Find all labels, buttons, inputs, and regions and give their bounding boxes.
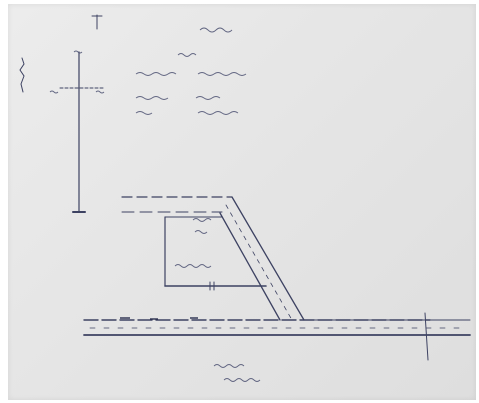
scribble-compass-e bbox=[95, 90, 105, 94]
side-road-edge bbox=[424, 312, 429, 361]
diagonal-boundary-outer bbox=[231, 196, 305, 321]
scribble-compass-w bbox=[49, 90, 59, 94]
scribble-legend-title bbox=[177, 53, 197, 57]
scribble-legend-row-1a bbox=[135, 72, 177, 76]
scribble-legend-row-3a bbox=[135, 111, 153, 115]
scribble-plot-top-2 bbox=[194, 230, 208, 234]
scribble-legend-row-2b bbox=[195, 96, 221, 100]
scribble-bottom-2 bbox=[223, 378, 261, 382]
diagonal-boundary-inner bbox=[219, 212, 281, 321]
diagonal-boundary-mid bbox=[225, 204, 293, 321]
paper-sheet bbox=[8, 4, 476, 400]
scribble-header bbox=[199, 27, 233, 33]
scribble-legend-row-3b bbox=[197, 111, 239, 115]
scribble-legend-row-2a bbox=[135, 96, 169, 100]
scribble-bottom-1 bbox=[213, 364, 245, 368]
margin-scribble bbox=[19, 57, 25, 93]
scribble-compass-n bbox=[73, 50, 83, 54]
scribble-legend-row-1b bbox=[197, 72, 247, 76]
scribble-plot-top bbox=[192, 218, 212, 222]
scribble-plot-middle bbox=[174, 264, 212, 268]
